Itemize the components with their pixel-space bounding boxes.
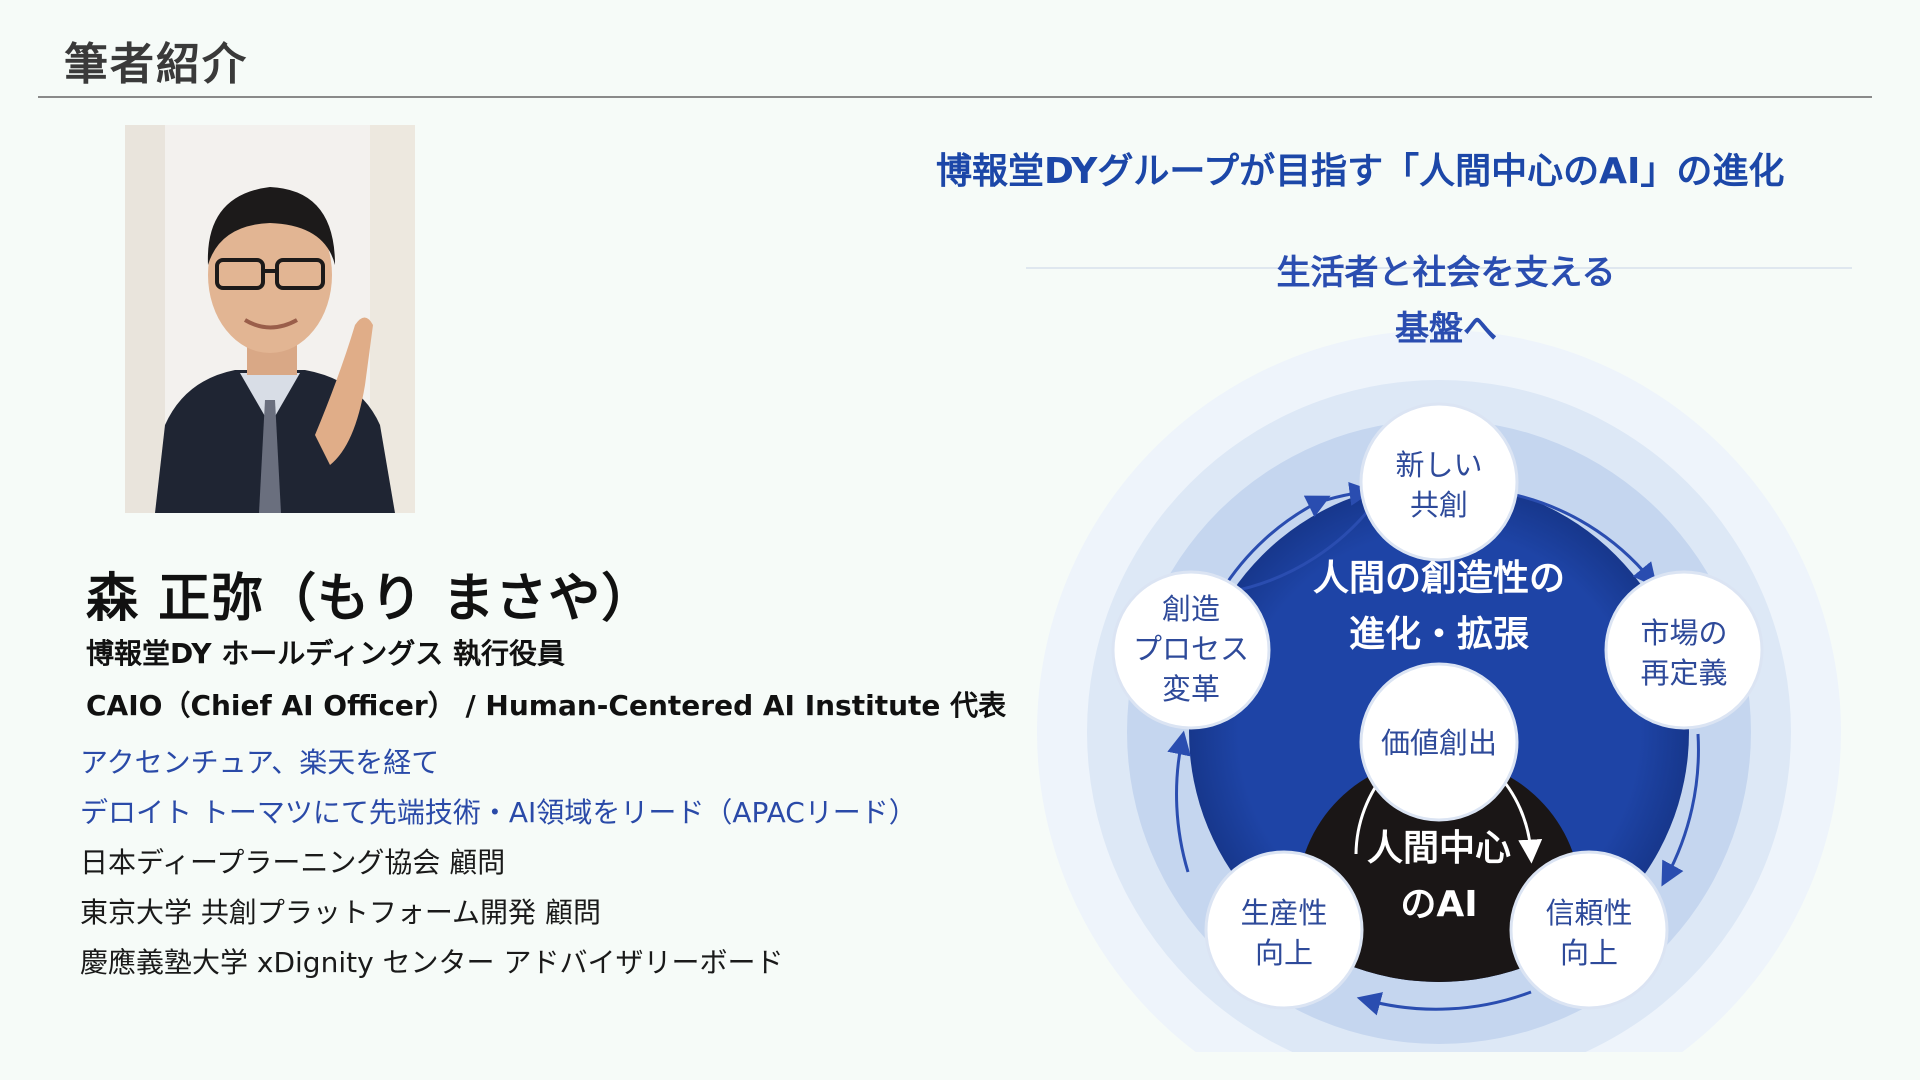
node-bottom-right-line-1: 信頼性	[1545, 896, 1632, 930]
diagram-title: 博報堂DYグループが目指す「人間中心のAI」の進化	[936, 151, 1785, 192]
loop-arrow	[1356, 990, 1532, 1016]
diagram-canvas: 生活者と社会を支える 基盤へ 人間の創造性の 進化・拡張 人間中心 のAI 価値…	[1026, 253, 1852, 1052]
node-bottom-right	[1509, 850, 1669, 1010]
outer-label-line-2: 基盤へ	[1395, 309, 1497, 349]
node-right	[1604, 570, 1764, 730]
career-item: デロイト トーマツにて先端技術・AI領域をリード（APACリード）	[80, 796, 917, 829]
career-item: アクセンチュア、楽天を経て	[80, 746, 440, 779]
node-top	[1359, 402, 1519, 562]
node-top-line-2: 共創	[1410, 488, 1468, 522]
career-item: 日本ディープラーニング協会 顧問	[80, 846, 506, 879]
profile-title-executive: 博報堂DY ホールディングス 執行役員	[86, 637, 566, 670]
node-top-line-1: 新しい	[1395, 448, 1482, 482]
loop-arrow	[1661, 733, 1700, 887]
career-item: 東京大学 共創プラットフォーム開発 顧問	[80, 896, 601, 929]
outer-label-line-1: 生活者と社会を支える	[1277, 253, 1616, 293]
node-left	[1111, 570, 1271, 730]
core-ring	[1297, 758, 1581, 982]
page-title: 筆者紹介	[64, 39, 248, 90]
career-item: 慶應義塾大学 xDignity センター アドバイザリーボード	[80, 946, 784, 979]
loop-arrow	[1167, 730, 1191, 873]
node-right-line-2: 再定義	[1640, 656, 1727, 690]
node-left-line-1: 創造	[1162, 592, 1220, 626]
node-bottom-right-line-2: 向上	[1560, 936, 1618, 970]
node-bottom-left	[1204, 850, 1364, 1010]
node-left-line-3: 変革	[1162, 672, 1220, 706]
middle-label-line-2: 進化・拡張	[1349, 614, 1529, 655]
loop-arrow	[1510, 492, 1658, 588]
profile-name: 森 正弥（もり まさや）	[86, 569, 655, 629]
center-node	[1359, 662, 1519, 822]
core-label-line-1: 人間中心	[1367, 828, 1511, 869]
node-bottom-left-line-1: 生産性	[1240, 896, 1327, 930]
center-node-label: 価値創出	[1381, 726, 1497, 760]
title-divider	[38, 96, 1872, 98]
node-right-line-1: 市場の	[1640, 616, 1727, 650]
middle-label-line-1: 人間の創造性の	[1313, 558, 1565, 599]
loop-arrow	[1219, 495, 1331, 593]
core-label-line-2: のAI	[1400, 884, 1477, 925]
career-list: アクセンチュア、楽天を経て デロイト トーマツにて先端技術・AI領域をリード（A…	[80, 738, 917, 988]
profile-photo	[125, 125, 415, 513]
portrait-illustration	[125, 125, 415, 513]
profile-title-caio: CAIO（Chief AI Officer） / Human-Centered …	[86, 689, 1007, 722]
node-bottom-left-line-2: 向上	[1255, 936, 1313, 970]
node-left-line-2: プロセス	[1133, 632, 1249, 666]
human-centered-ai-diagram: 生活者と社会を支える 基盤へ 人間の創造性の 進化・拡張 人間中心 のAI 価値…	[1026, 232, 1852, 1052]
